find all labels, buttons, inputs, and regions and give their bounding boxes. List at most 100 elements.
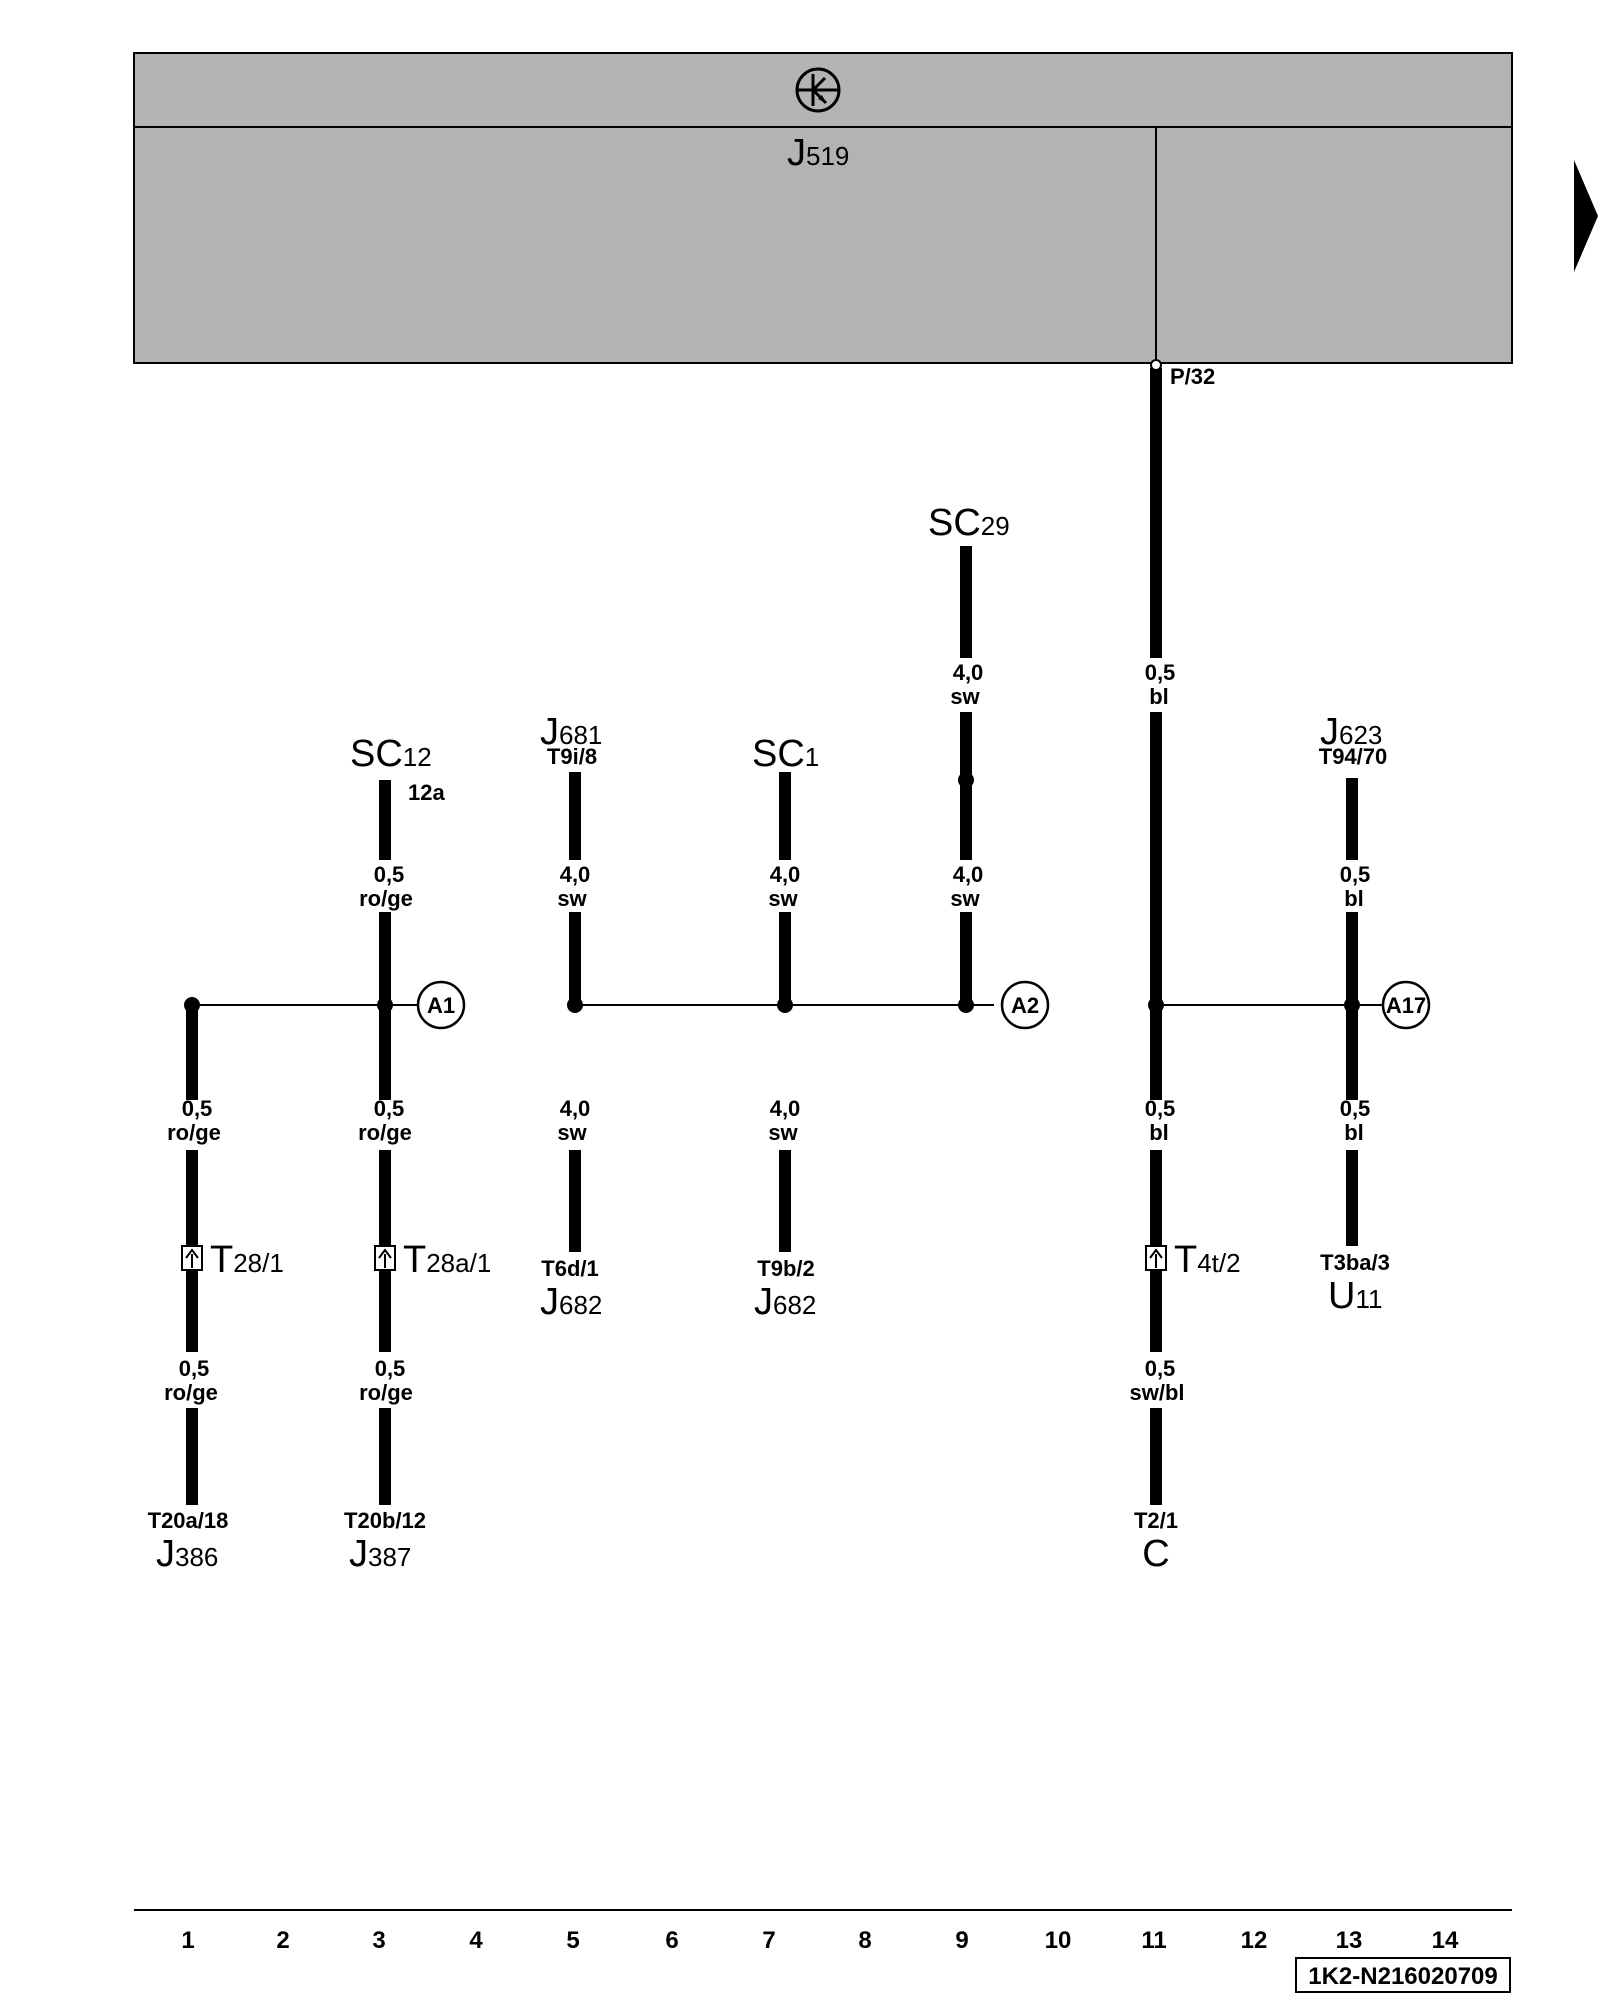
target-j387: T20b/12 J387 bbox=[344, 1508, 426, 1575]
svg-text:T28a/1: T28a/1 bbox=[403, 1239, 491, 1281]
svg-text:J386: J386 bbox=[156, 1533, 218, 1575]
svg-text:4,0: 4,0 bbox=[953, 862, 984, 887]
ref-j681-pin: T9i/8 bbox=[547, 744, 597, 769]
column-number: 3 bbox=[372, 1927, 385, 1954]
junction-dot bbox=[958, 772, 974, 788]
svg-text:bl: bl bbox=[1344, 886, 1364, 911]
column-number: 6 bbox=[665, 1927, 678, 1954]
connector-t4t: T4t/2 bbox=[1145, 1239, 1241, 1281]
svg-text:ro/ge: ro/ge bbox=[164, 1380, 218, 1405]
wire-label: 0,5ro/ge bbox=[358, 1096, 412, 1145]
svg-text:sw: sw bbox=[557, 1120, 587, 1145]
svg-text:0,5: 0,5 bbox=[1340, 862, 1371, 887]
column-number: 8 bbox=[858, 1927, 871, 1954]
svg-text:T9b/2: T9b/2 bbox=[757, 1256, 814, 1281]
column-number: 5 bbox=[566, 1927, 579, 1954]
svg-text:T20b/12: T20b/12 bbox=[344, 1508, 426, 1533]
svg-text:bl: bl bbox=[1149, 1120, 1169, 1145]
column-number: 9 bbox=[955, 1927, 968, 1954]
wire-label: 4,0sw bbox=[768, 862, 800, 911]
svg-text:J387: J387 bbox=[349, 1533, 411, 1575]
module-body bbox=[133, 126, 1513, 364]
svg-text:ro/ge: ro/ge bbox=[358, 1120, 412, 1145]
ref-j623-pin: T94/70 bbox=[1319, 744, 1388, 769]
ref-j681: J681 bbox=[540, 711, 602, 753]
column-number: 13 bbox=[1336, 1927, 1363, 1954]
wire-label: 0,5bl bbox=[1340, 1096, 1371, 1145]
svg-text:0,5: 0,5 bbox=[375, 1356, 406, 1381]
wire-label: 0,5bl bbox=[1145, 660, 1176, 709]
svg-text:A2: A2 bbox=[1011, 993, 1039, 1018]
svg-text:A1: A1 bbox=[427, 993, 455, 1018]
svg-text:0,5: 0,5 bbox=[374, 862, 405, 887]
connector-t28: T28/1 bbox=[181, 1239, 284, 1281]
svg-text:0,5: 0,5 bbox=[1145, 1356, 1176, 1381]
continuation-arrow-icon bbox=[1574, 160, 1598, 272]
wire-label: 0,5ro/ge bbox=[167, 1096, 221, 1145]
wire-label: 0,5ro/ge bbox=[359, 862, 413, 911]
svg-text:ro/ge: ro/ge bbox=[167, 1120, 221, 1145]
svg-text:U11: U11 bbox=[1328, 1275, 1382, 1317]
junction-dot bbox=[567, 997, 583, 1013]
connector-housing-icon bbox=[374, 1245, 396, 1271]
svg-text:T3ba/3: T3ba/3 bbox=[1320, 1250, 1390, 1275]
wire-label: 0,5sw/bl bbox=[1129, 1356, 1184, 1405]
svg-text:4,0: 4,0 bbox=[560, 862, 591, 887]
module-pin-dot bbox=[1150, 359, 1162, 371]
svg-text:bl: bl bbox=[1149, 684, 1169, 709]
svg-text:0,5: 0,5 bbox=[1145, 660, 1176, 685]
ref-j623: J623 bbox=[1320, 711, 1382, 753]
svg-text:0,5: 0,5 bbox=[1145, 1096, 1176, 1121]
svg-text:sw: sw bbox=[950, 684, 980, 709]
wire-label: 4,0sw bbox=[557, 862, 590, 911]
junction-dot bbox=[184, 997, 200, 1013]
ref-sc1: SC1 bbox=[752, 733, 819, 775]
svg-text:bl: bl bbox=[1344, 1120, 1364, 1145]
column-number: 4 bbox=[469, 1927, 483, 1954]
wire-label: 0,5ro/ge bbox=[164, 1356, 218, 1405]
svg-text:sw: sw bbox=[768, 1120, 798, 1145]
wire-label: 4,0sw bbox=[950, 862, 983, 911]
svg-text:J682: J682 bbox=[540, 1281, 602, 1323]
column-number: 1 bbox=[181, 1927, 194, 1954]
ref-sc12-pin: 12a bbox=[408, 780, 445, 805]
svg-text:sw: sw bbox=[557, 886, 587, 911]
control-unit-symbol-icon bbox=[795, 67, 841, 113]
svg-text:0,5: 0,5 bbox=[182, 1096, 213, 1121]
junction-dot bbox=[1148, 997, 1164, 1013]
junction-dot bbox=[777, 997, 793, 1013]
column-number: 11 bbox=[1141, 1927, 1166, 1954]
svg-text:sw/bl: sw/bl bbox=[1129, 1380, 1184, 1405]
svg-text:0,5: 0,5 bbox=[1340, 1096, 1371, 1121]
svg-text:4,0: 4,0 bbox=[770, 862, 801, 887]
target-j682b: T9b/2 J682 bbox=[754, 1256, 816, 1323]
svg-text:1K2-N216020709: 1K2-N216020709 bbox=[1308, 1963, 1497, 1990]
column-numbers: 1 2 3 4 5 6 7 8 9 10 11 12 13 14 bbox=[181, 1927, 1459, 1954]
svg-text:4,0: 4,0 bbox=[770, 1096, 801, 1121]
target-c: T2/1 C bbox=[1134, 1508, 1178, 1575]
wire-label: 4,0sw bbox=[768, 1096, 800, 1145]
target-j682a: T6d/1 J682 bbox=[540, 1256, 602, 1323]
svg-text:T2/1: T2/1 bbox=[1134, 1508, 1178, 1533]
svg-text:ro/ge: ro/ge bbox=[359, 1380, 413, 1405]
column-number: 14 bbox=[1432, 1927, 1459, 1954]
svg-text:sw: sw bbox=[950, 886, 980, 911]
svg-text:4,0: 4,0 bbox=[560, 1096, 591, 1121]
column-number: 10 bbox=[1045, 1927, 1072, 1954]
ref-sc29: SC29 bbox=[928, 502, 1010, 544]
wire-label: 4,0sw bbox=[557, 1096, 590, 1145]
svg-text:0,5: 0,5 bbox=[374, 1096, 405, 1121]
junction-dot bbox=[377, 997, 393, 1013]
svg-text:T20a/18: T20a/18 bbox=[148, 1508, 229, 1533]
svg-text:C: C bbox=[1142, 1533, 1169, 1575]
module-label: J519 bbox=[787, 132, 849, 174]
ref-sc12: SC12 bbox=[350, 733, 432, 775]
connector-t28a: T28a/1 bbox=[374, 1239, 491, 1281]
junction-dot bbox=[1344, 997, 1360, 1013]
svg-text:4,0: 4,0 bbox=[953, 660, 984, 685]
svg-text:T6d/1: T6d/1 bbox=[541, 1256, 598, 1281]
column-number: 7 bbox=[762, 1927, 775, 1954]
control-module-j519: J519 bbox=[133, 52, 1513, 364]
connector-housing-icon bbox=[1145, 1245, 1167, 1271]
